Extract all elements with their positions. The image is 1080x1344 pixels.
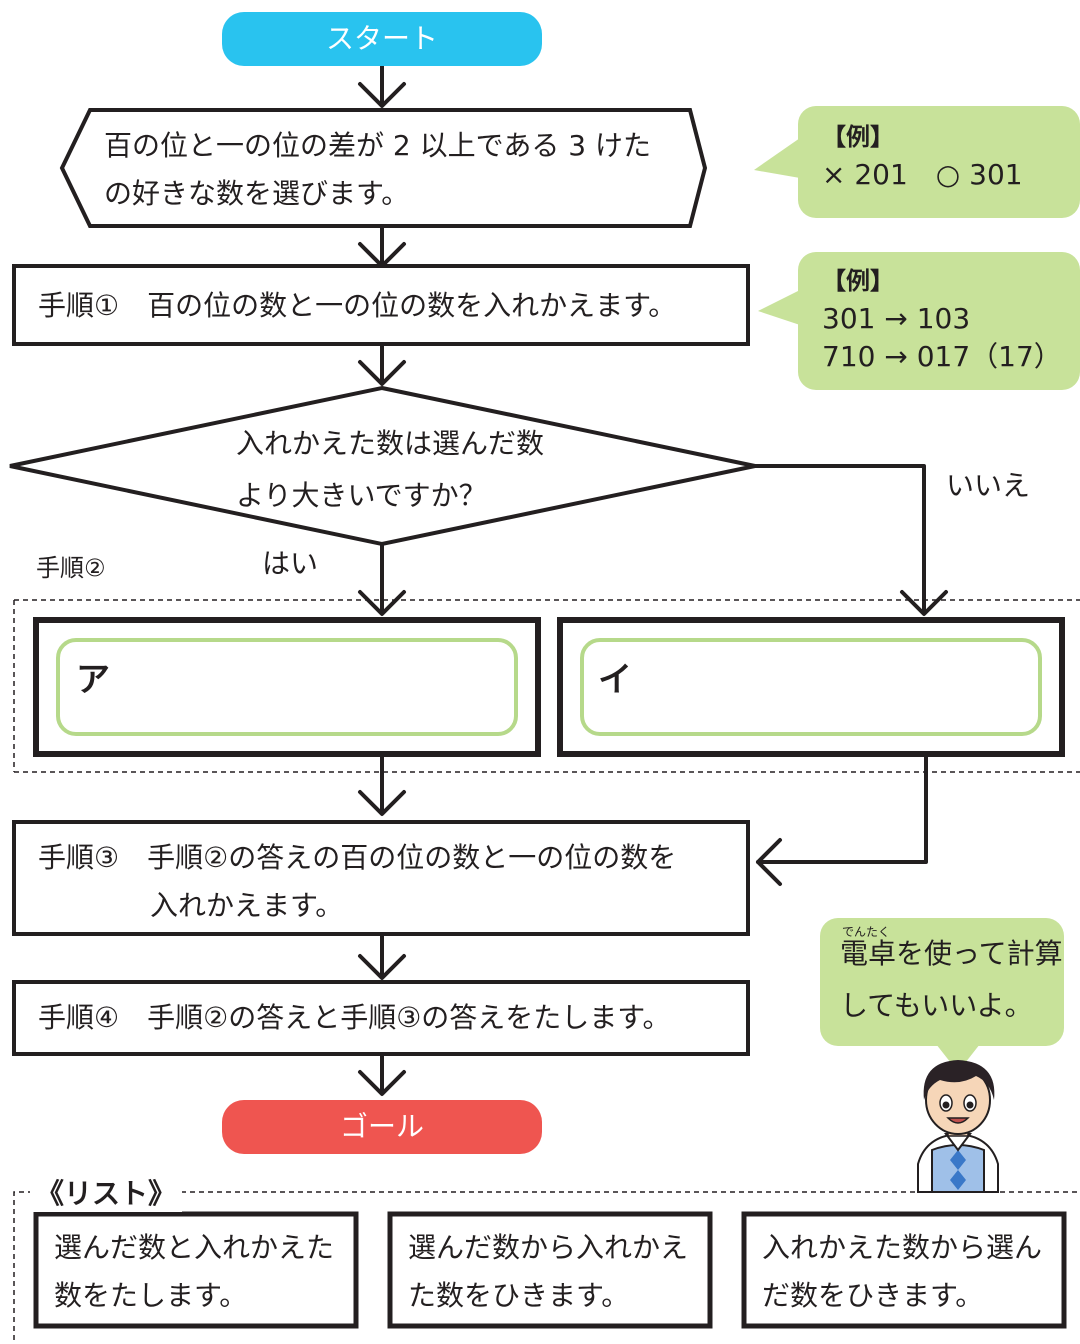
decision-diamond (9, 385, 756, 547)
example1-heading: 【例】 (822, 123, 894, 151)
arrow-step3-to-step4 (358, 932, 406, 980)
example1-text: 【例】 × 201 ○ 301 (822, 118, 1023, 194)
arrow-a-to-step3 (358, 752, 406, 816)
hint-line1: 電卓を使って計算 (840, 937, 1063, 970)
step1-text: 手順① 百の位の数と一の位の数を入れかえます。 (38, 289, 677, 322)
select-number-box (59, 108, 708, 228)
boy-character (917, 1060, 999, 1193)
arrow-select-to-step1 (358, 226, 406, 268)
example2-text: 【例】 301 → 103 710 → 017（17） (822, 262, 1062, 376)
arrow-yes-to-a (358, 543, 406, 616)
example2-note (798, 252, 1080, 390)
step3-line1: 手順③ 手順②の答えの百の位の数と一の位の数を (38, 841, 677, 874)
list-dashed-border (13, 1191, 1080, 1340)
example2-heading: 【例】 (822, 267, 894, 295)
list-item-3-line1: 入れかえた数から選ん (762, 1231, 1043, 1264)
list-item-1-line1: 選んだ数と入れかえた (54, 1231, 335, 1264)
list-item-3-line2: だ数をひきます。 (762, 1279, 984, 1312)
list-title: 《リスト》 (30, 1172, 183, 1212)
example1-note-tail (754, 138, 800, 178)
step4-text: 手順④ 手順②の答えと手順③の答えをたします。 (38, 1001, 671, 1034)
step3-box (12, 820, 750, 936)
step4-box (12, 980, 750, 1056)
list-item-box-1 (33, 1211, 359, 1329)
decision-no-label: いいえ (946, 469, 1031, 502)
hint-bubble (820, 918, 1064, 1046)
arrow-i-to-step3 (756, 752, 928, 886)
example2-line2: 710 → 017（17） (822, 340, 1062, 373)
list-item-2-line1: 選んだ数から入れかえ (408, 1231, 689, 1264)
hint-line2: してもいいよ。 (840, 989, 1033, 1022)
step3-line2: 入れかえます。 (150, 889, 344, 922)
select-box-line2: の好きな数を選びます。 (104, 177, 410, 210)
decision-yes-label: はい (262, 547, 319, 580)
arrow-step1-to-decision (358, 342, 406, 386)
arrow-step4-to-goal (358, 1052, 406, 1096)
step1-box (12, 264, 750, 346)
example1-note (798, 106, 1080, 218)
example2-note-tail (758, 290, 800, 325)
box-i-inner (580, 638, 1042, 736)
box-i-label: イ (598, 660, 632, 700)
select-box-line1: 百の位と一の位の差が 2 以上である 3 けた (104, 129, 651, 162)
example1-body: × 201 ○ 301 (822, 158, 1023, 191)
box-a-inner (56, 638, 518, 736)
goal-label: ゴール (339, 1110, 424, 1143)
decision-line2: より大きいですか？ (236, 479, 487, 512)
arrow-start-to-select (358, 64, 406, 108)
decision-line1: 入れかえた数は選んだ数 (236, 427, 545, 460)
goal-terminal (222, 1100, 542, 1154)
hint-bubble-tail (936, 1044, 980, 1072)
list-item-2-line2: た数をひきます。 (408, 1279, 630, 1312)
example2-line1: 301 → 103 (822, 302, 971, 335)
list-item-1-line2: 数をたします。 (54, 1279, 248, 1312)
hint-ruby: でんたく (842, 925, 891, 939)
start-terminal (222, 12, 542, 66)
list-item-box-2 (387, 1211, 713, 1329)
box-a-label: ア (76, 660, 110, 700)
step2-label: 手順② (36, 554, 106, 582)
arrow-no-to-i (753, 464, 948, 616)
list-item-box-3 (741, 1211, 1067, 1329)
start-label: スタート (325, 22, 438, 55)
